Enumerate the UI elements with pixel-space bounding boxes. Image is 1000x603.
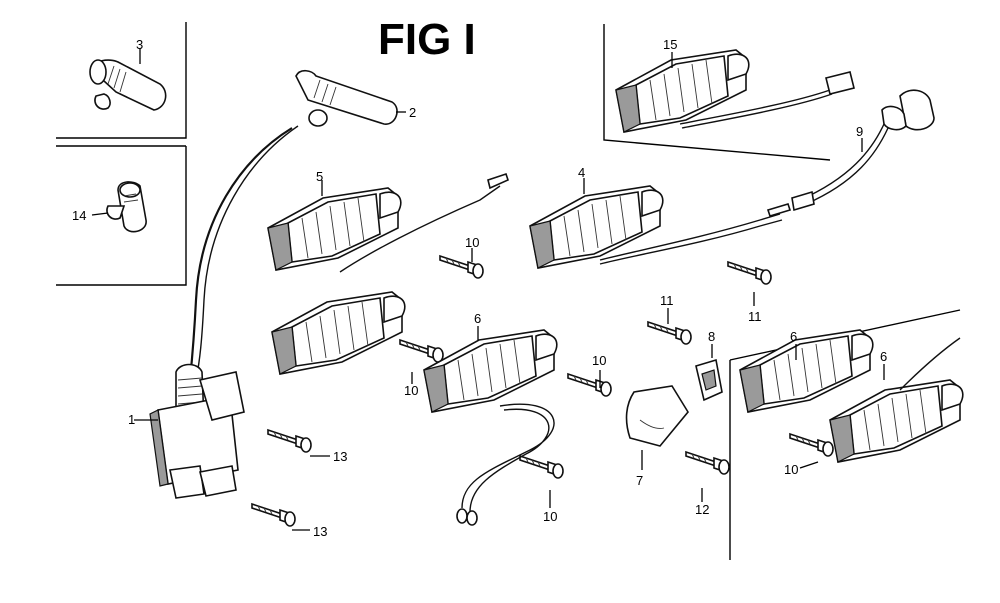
bolt-13a-part (267, 429, 312, 453)
callout-14: 14 (72, 208, 86, 223)
callout-3: 3 (136, 37, 143, 52)
coil-15-part (615, 49, 750, 133)
spark-cap-lead-part (295, 69, 406, 127)
coil-15-leads (679, 89, 833, 129)
bolt-10e-part (789, 433, 834, 457)
bolt-10b-part (399, 339, 444, 363)
callout-10-b: 10 (404, 383, 418, 398)
bolt-13b-part (251, 503, 296, 527)
callout-6-a: 6 (474, 311, 481, 326)
ht-cable (188, 127, 293, 381)
ht-cable-inner (195, 125, 299, 381)
callout-10-a: 10 (465, 235, 479, 250)
bolt-11b-part (647, 321, 692, 345)
callout-12: 12 (695, 502, 709, 517)
callout-10-d: 10 (543, 509, 557, 524)
callout-11-b: 11 (660, 293, 674, 308)
callout-4: 4 (578, 165, 585, 180)
callout-13-b: 13 (313, 524, 327, 539)
coil-4-leads (599, 213, 783, 265)
coil-5-lower-part (271, 291, 406, 375)
callout-6-b: 6 (790, 329, 797, 344)
callout-10-e: 10 (784, 462, 798, 477)
connector-wire-9-part (791, 89, 935, 212)
callout-2: 2 (409, 105, 416, 120)
bolt-12-part (685, 451, 730, 475)
coil-5-part (267, 187, 402, 271)
bolt-10a-part (439, 255, 484, 279)
callout-10-c: 10 (592, 353, 606, 368)
callout-7: 7 (636, 473, 643, 488)
coil-6a-part (423, 329, 558, 413)
spark-plug-cap-part (89, 48, 167, 111)
bracket-7-part (625, 385, 689, 470)
coil-6c-part (829, 379, 964, 463)
coil-4-part (529, 185, 664, 269)
callout-11-a: 11 (748, 309, 762, 324)
coil-6a-leads (461, 403, 555, 513)
callout-5: 5 (316, 169, 323, 184)
block-8-part (695, 344, 723, 402)
callout-13-a: 13 (333, 449, 347, 464)
coil-6b-part (739, 329, 874, 413)
bolt-10c-part (567, 373, 612, 397)
coil-5-wire (339, 185, 501, 273)
callout-6-c: 6 (880, 349, 887, 364)
figure-title: FIG I (378, 15, 476, 64)
ignition-coil-assembly-part (134, 363, 245, 499)
callout-1: 1 (128, 412, 135, 427)
callout-15: 15 (663, 37, 677, 52)
plug-cap-alt-part (91, 181, 147, 233)
callout-8: 8 (708, 329, 715, 344)
coil-6c-leads (899, 337, 961, 391)
bolt-11a-part (727, 261, 772, 285)
bolt-10d-part (519, 455, 564, 479)
callout-labels: 3 2 14 5 4 15 9 10 11 11 8 6 10 10 1 13 … (72, 37, 887, 539)
callout-9: 9 (856, 124, 863, 139)
